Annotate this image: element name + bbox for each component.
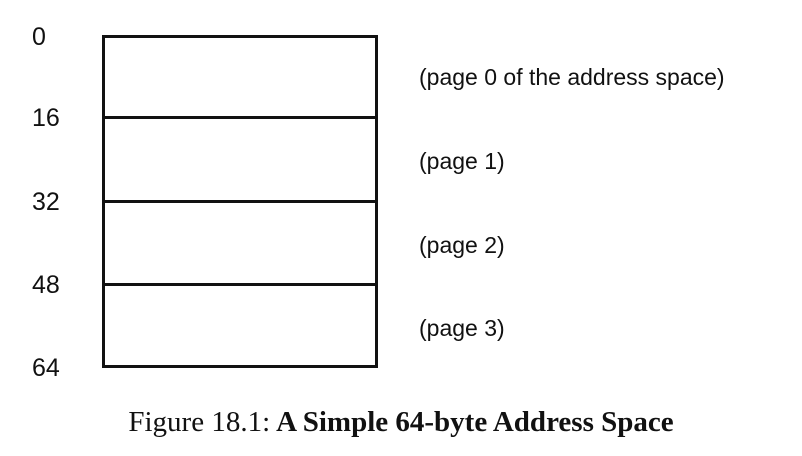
page-annotation-1: (page 1) — [419, 148, 505, 174]
page-divider-16 — [102, 116, 378, 119]
page-annotation-2: (page 2) — [419, 232, 505, 258]
figure-caption-number: Figure 18.1: — [128, 406, 271, 438]
page-divider-32 — [102, 200, 378, 203]
offset-label-64: 64 — [32, 354, 60, 382]
page-annotation-0: (page 0 of the address space) — [419, 64, 725, 90]
page-divider-48 — [102, 283, 378, 286]
offset-label-32: 32 — [32, 188, 60, 216]
offset-label-48: 48 — [32, 271, 60, 299]
figure-caption: Figure 18.1:A Simple 64-byte Address Spa… — [0, 405, 802, 439]
offset-label-0: 0 — [32, 23, 46, 51]
offset-label-16: 16 — [32, 104, 60, 132]
page-annotation-3: (page 3) — [419, 315, 505, 341]
figure-caption-title: A Simple 64-byte Address Space — [276, 406, 674, 438]
